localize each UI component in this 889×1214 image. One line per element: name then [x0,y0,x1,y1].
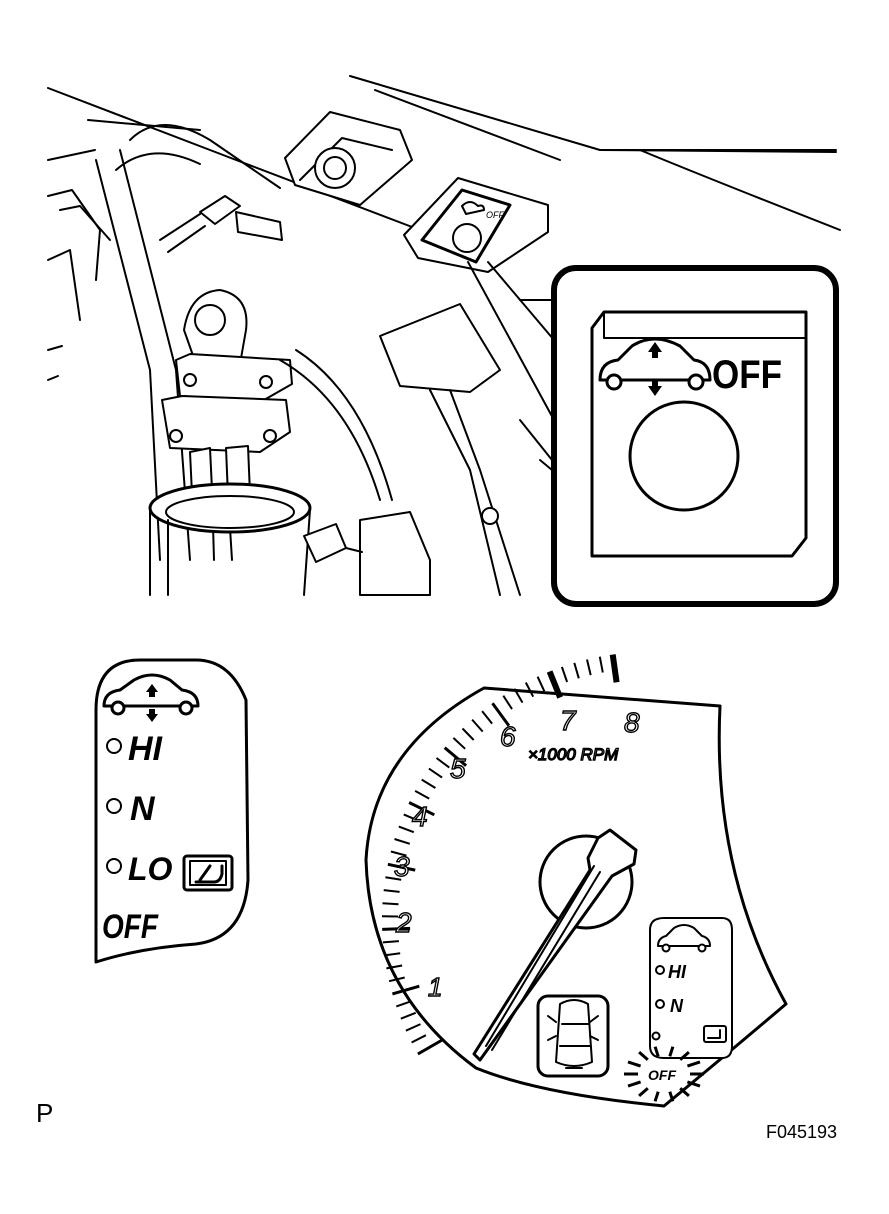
tick-mark [546,670,563,699]
tick-mark [385,876,402,881]
inset-off-label: OFF [712,353,782,397]
tick-mark [383,889,400,893]
figure-code: F045193 [766,1122,838,1142]
mini-indicator-panel: HI N [649,917,733,1059]
panel-lo-label: LO [128,851,173,887]
tick-mark [388,976,405,983]
flash-ray [638,1087,649,1098]
tick-mark [391,984,420,996]
tick-mark [452,737,466,750]
flash-ray [686,1060,701,1068]
tick-mark [382,902,399,906]
flash-ray [638,1050,649,1061]
tick-mark [536,676,546,692]
tick-mark [421,778,436,789]
flash-ray [668,1046,675,1057]
tick-mark [408,801,435,817]
tick-mark [491,702,511,727]
indicator-panel: HI N LO OFF [94,658,250,964]
tick-mark [471,718,484,733]
tach-label-7: 7 [560,705,577,736]
flash-ray [627,1060,642,1068]
panel-off-label: OFF [102,908,159,946]
tick-mark [387,862,416,872]
tick-mark [405,1023,421,1032]
seat-icon [182,854,234,892]
flash-ray [679,1087,690,1098]
tach-label-5: 5 [450,753,466,784]
height-control-icon [598,337,712,396]
tick-mark [524,682,535,698]
tach-label-4: 4 [412,801,428,832]
tach-label-3: 3 [394,851,410,882]
vehicle-top-view-icon [536,994,610,1078]
tick-mark [411,1034,427,1044]
off-indicator-flash: OFF [624,1046,704,1102]
mini-off-label: OFF [648,1067,676,1083]
tick-mark [386,964,403,970]
tick-mark [382,940,399,944]
tick-mark [398,825,415,834]
flash-ray [668,1091,675,1102]
panel-n-label: N [130,790,156,828]
tach-unit-label: ×1000 RPM [528,745,619,764]
tick-mark [395,1000,412,1008]
tick-mark [400,1011,417,1020]
mini-n-label: N [670,996,684,1016]
tick-mark [403,813,419,822]
n-lamp-icon [106,798,122,814]
tach-label-2: 2 [395,907,412,938]
tick-mark [384,952,401,957]
dashboard-drawing: OFF [47,75,841,596]
tachometer-tick-marks [381,654,620,1056]
tick-mark [598,656,604,673]
tick-mark [382,926,411,931]
tick-mark [435,757,450,769]
tick-mark [609,654,620,683]
flash-ray [653,1046,660,1057]
tick-mark [428,767,443,779]
flash-ray [686,1080,701,1088]
off-switch-button [628,400,740,512]
flash-rays [624,1046,704,1102]
tick-mark [560,666,569,683]
flash-ray [653,1091,660,1102]
tach-label-8: 8 [624,707,640,738]
flash-ray [679,1050,690,1061]
lo-lamp-icon [106,858,122,874]
tick-mark [443,746,468,767]
tach-label-6: 6 [500,721,516,752]
flash-ray [627,1080,642,1088]
tick-mark [513,688,524,704]
tachometer: 1 2 3 4 5 6 7 8 ×1000 RPM [364,654,788,1108]
svg-text:OFF: OFF [486,210,504,220]
tick-mark [586,659,592,676]
tick-mark [461,727,475,741]
tick-mark [573,662,580,679]
tick-mark [502,695,513,710]
hi-lamp-icon [106,738,122,754]
page-label: P [36,1098,54,1128]
tick-mark [417,1038,443,1056]
tick-mark [394,838,411,845]
panel-hi-label: HI [128,730,164,768]
switch-inset: OFF [551,265,839,607]
tach-label-1: 1 [428,972,442,1002]
mini-hi-label: HI [668,962,687,982]
tick-mark [481,710,493,725]
panel-height-control-icon [102,673,200,722]
tick-mark [414,790,430,800]
tick-mark [390,850,407,857]
